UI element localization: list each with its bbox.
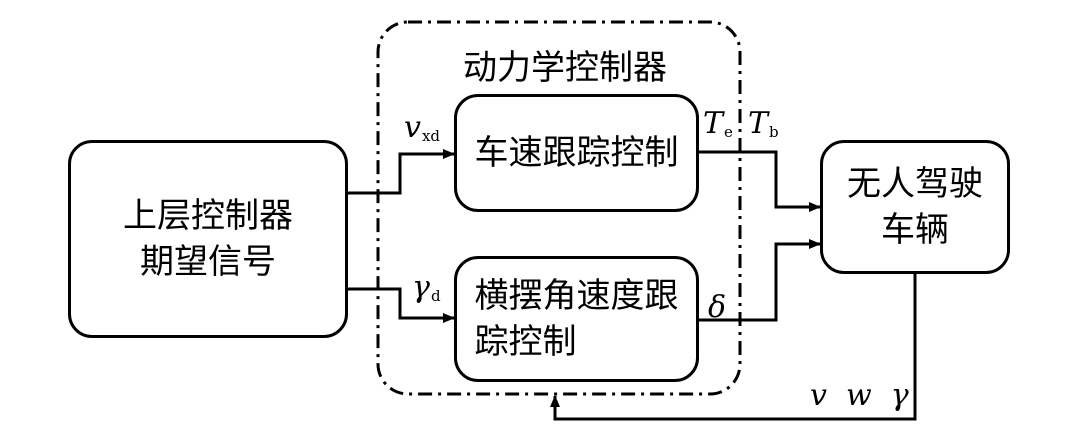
yaw-rate-tracking-box: 横摆角速度跟 踪控制 [454, 256, 699, 382]
upper-controller-box: 上层控制器 期望信号 [68, 140, 348, 338]
vehicle-line2: 车辆 [881, 210, 949, 250]
signal-tb-label: Tb [748, 106, 779, 141]
arrow-torque [697, 150, 821, 212]
upper-controller-line2: 期望信号 [140, 242, 276, 282]
controller-group-title: 动力学控制器 [463, 48, 667, 88]
speed-tracking-box: 车速跟踪控制 [454, 94, 699, 212]
signal-vxd-label: vxd [404, 110, 441, 145]
yaw-rate-tracking-line2: 踪控制 [474, 322, 577, 362]
signal-gamma-d-label: γd [412, 270, 441, 305]
signal-te-label: Te [703, 106, 733, 141]
yaw-rate-tracking-line1: 横摆角速度跟 [474, 276, 679, 316]
arrow-gamma-d [346, 287, 455, 323]
vehicle-box: 无人驾驶 车辆 [820, 140, 1010, 274]
arrow-vxd [346, 149, 455, 195]
feedback-signals-label: v w γ [810, 378, 909, 413]
signal-delta-label: δ [708, 290, 727, 325]
vehicle-line1: 无人驾驶 [847, 164, 983, 204]
arrow-feedback [550, 274, 917, 421]
arrow-delta [697, 239, 821, 322]
speed-tracking-line1: 车速跟踪控制 [474, 133, 679, 173]
controller-group-border [376, 20, 742, 396]
upper-controller-line1: 上层控制器 [123, 196, 293, 236]
